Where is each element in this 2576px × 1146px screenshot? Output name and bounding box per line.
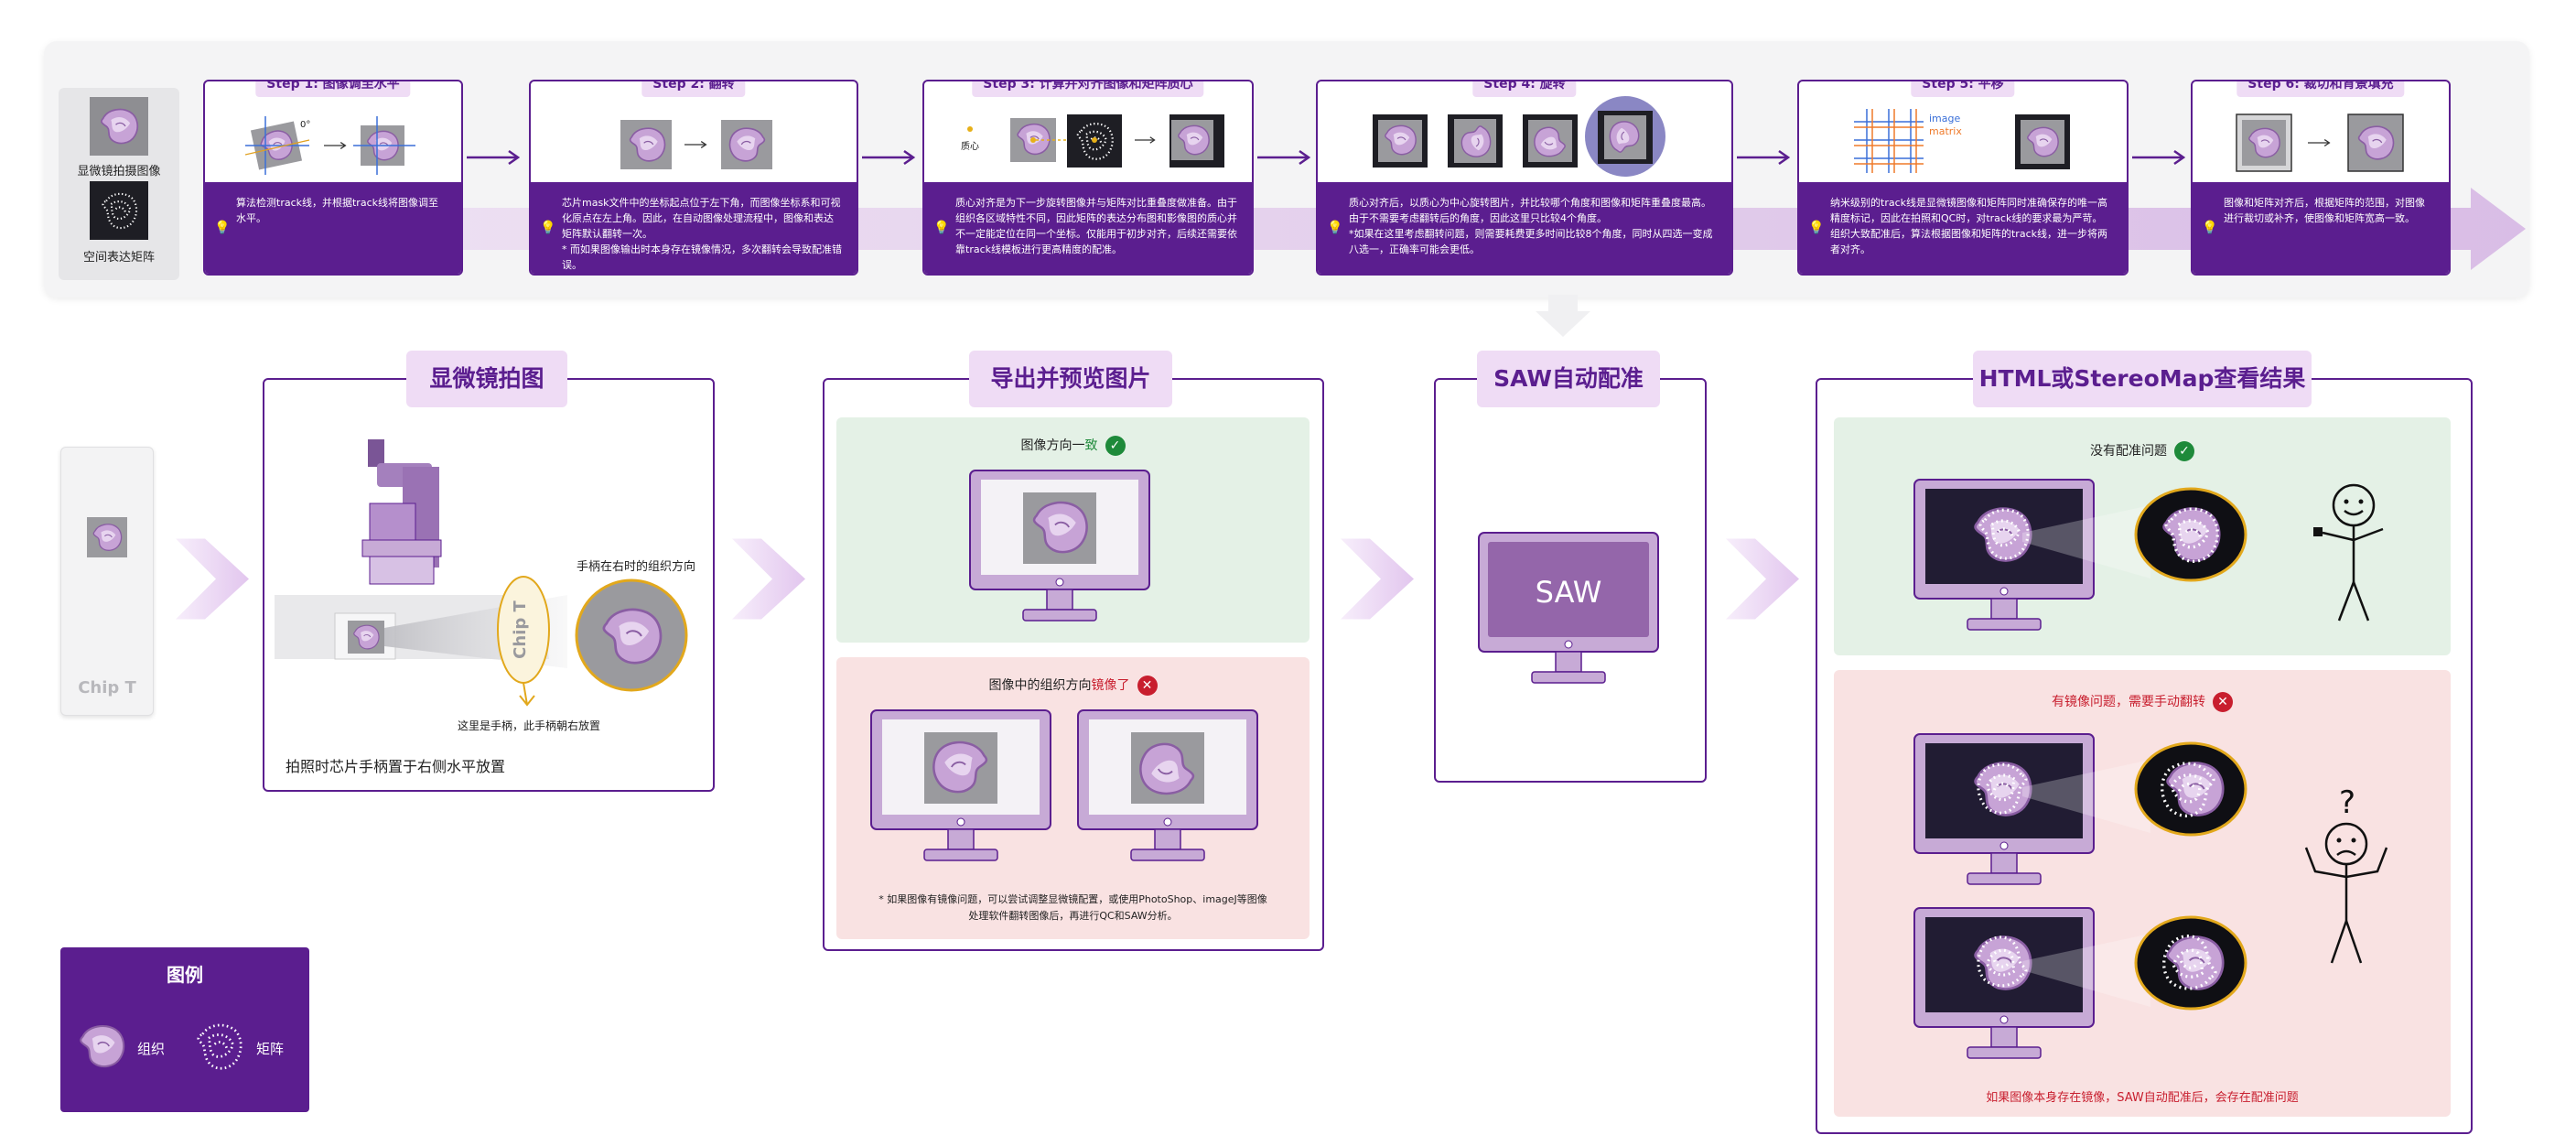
checkmark-icon: ✓ — [2174, 441, 2194, 461]
lightbulb-icon: 💡 — [540, 221, 556, 235]
step-arrow-5 — [2132, 149, 2185, 166]
down-arrow — [1536, 295, 1590, 337]
saw-title: SAW自动配准 — [1477, 351, 1660, 407]
step-1-illustration: 0° — [245, 116, 415, 175]
microscope-chip-label: Chip T — [511, 600, 530, 658]
lightbulb-icon: 💡 — [1808, 221, 1825, 235]
flow-chevron-2 — [732, 538, 805, 620]
matrix-legend-icon — [197, 1023, 243, 1070]
saw-monitor: SAW — [1478, 532, 1659, 684]
microscope-title: 显微镜拍图 — [406, 351, 567, 407]
step-6-card: Step 6: 裁切和背景填充 💡图像和矩阵对齐后，根据矩阵的范围，对图像进行裁… — [2191, 80, 2451, 276]
lightbulb-icon: 💡 — [2202, 221, 2218, 235]
step-arrow-1 — [467, 149, 520, 166]
step-5-card: Step 5: 平移 image matrix 💡纳米级别的track线是显微镜… — [1797, 80, 2129, 276]
step-1-desc: 💡算法检测track线，并根据track线将图像调至水平。 — [205, 182, 461, 274]
export-bad-text: 图像中的组织方向镜像了✕ — [836, 676, 1310, 696]
step-4-card: Step 4: 旋转 💡质心对齐后，以质心为中心旋转图片，并比较哪个角度和图像和… — [1316, 80, 1733, 276]
step-3-illustration: 质心 — [961, 114, 1224, 168]
microscope-icon — [361, 439, 442, 585]
cross-icon: ✕ — [2213, 692, 2233, 712]
export-note-1: * 如果图像有镜像问题，可以尝试调整显微镜配置，或使用PhotoShop、ima… — [878, 893, 1267, 905]
monitor-ok — [969, 470, 1150, 622]
step-arrow-2 — [862, 149, 915, 166]
result-ok-illustration — [1913, 479, 2247, 631]
step-4-illustration — [1373, 96, 1665, 177]
step-2-title: Step 2: 翻转 — [641, 81, 746, 97]
expression-matrix-icon — [90, 181, 148, 240]
microscope-image-label: 显微镜拍摄图像 — [77, 165, 161, 178]
step-1-angle: 0° — [300, 120, 310, 130]
flow-chevron-3 — [1341, 538, 1414, 620]
result-title: HTML或StereoMap查看结果 — [1973, 351, 2312, 407]
step-arrow-3 — [1257, 149, 1310, 166]
step-4-desc: 💡质心对齐后，以质心为中心旋转图片，并比较哪个角度和图像和矩阵重叠度最高。由于不… — [1318, 182, 1731, 274]
chip-label: Chip T — [78, 678, 136, 697]
handle-direction-label: 手柄在右时的组织方向 — [577, 560, 696, 574]
result-bad-illustration-2 — [1913, 907, 2247, 1059]
monitor-bad-1 — [870, 709, 1051, 861]
legend-box: 图例 组织 矩阵 — [60, 947, 309, 1112]
step-3-card: Step 3: 计算并对齐图像和矩阵质心 质心 💡质心对齐是为下一步旋转图像并与… — [922, 80, 1254, 276]
microscope-illustration: Chip T — [275, 439, 688, 707]
step-5-desc: 💡纳米级别的track线是显微镜图像和矩阵同时准确保存的唯一高精度标记，因此在拍… — [1799, 182, 2127, 274]
step-2-card: Step 2: 翻转 💡芯片mask文件中的坐标起点位于左下角，而图像坐标系和可… — [529, 80, 858, 276]
result-ok-text: 没有配准问题✓ — [1834, 441, 2451, 461]
happy-stick-figure-icon — [2313, 483, 2384, 622]
lightbulb-icon: 💡 — [1327, 221, 1343, 235]
step-6-desc: 💡图像和矩阵对齐后，根据矩阵的范围，对图像进行裁切或补齐，使图像和矩阵宽高一致。 — [2193, 182, 2449, 274]
expression-matrix-label: 空间表达矩阵 — [82, 251, 155, 265]
confused-stick-figure-icon: ? — [2304, 787, 2388, 964]
step-3-title: Step 3: 计算并对齐图像和矩阵质心 — [972, 81, 1204, 97]
chip-card: Chip T — [60, 447, 154, 716]
step-1-title: Step 1: 图像调至水平 — [255, 81, 411, 97]
tissue-legend-icon — [80, 1024, 125, 1068]
result-bad-illustration-1 — [1913, 733, 2247, 885]
legend-title: 图例 — [167, 964, 203, 986]
export-ok-text: 图像方向一致✓ — [836, 436, 1310, 456]
result-bad-text: 有镜像问题，需要手动翻转✕ — [1834, 692, 2451, 712]
legend-matrix: matrix — [1929, 125, 1962, 137]
step-1-card: Step 1: 图像调至水平 0° 💡算法检测track线，并根据track线将… — [203, 80, 463, 276]
step-3-desc: 💡质心对齐是为下一步旋转图像并与矩阵对比重叠度做准备。由于组织各区域特性不同，因… — [924, 182, 1252, 274]
microscope-caption: 拍照时芯片手柄置于右侧水平放置 — [286, 758, 506, 775]
lightbulb-icon: 💡 — [933, 221, 950, 235]
legend-matrix-label: 矩阵 — [256, 1041, 285, 1057]
saw-screen-text: SAW — [1536, 575, 1602, 610]
export-note-2: 处理软件翻转图像后，再进行QC和SAW分析。 — [968, 910, 1178, 922]
flow-chevron-4 — [1726, 538, 1799, 620]
cross-icon: ✕ — [1137, 676, 1158, 696]
step-6-title: Step 6: 裁切和背景填充 — [2236, 81, 2405, 97]
microscope-image-icon — [90, 97, 148, 156]
lightbulb-icon: 💡 — [214, 221, 231, 235]
legend-tissue-label: 组织 — [137, 1041, 166, 1057]
export-title: 导出并预览图片 — [969, 351, 1172, 407]
flow-chevron-1 — [176, 538, 249, 620]
handle-note: 这里是手柄，此手柄朝右放置 — [458, 719, 601, 732]
step-4-title: Step 4: 旋转 — [1472, 81, 1577, 97]
centroid-label: 质心 — [961, 141, 979, 152]
step-2-desc: 💡芯片mask文件中的坐标起点位于左下角，而图像坐标系和可视化原点在左上角。因此… — [531, 182, 857, 274]
step-6-illustration — [2236, 114, 2404, 172]
checkmark-icon: ✓ — [1105, 436, 1126, 456]
step-5-illustration: image matrix — [1854, 109, 2070, 173]
input-panel: 显微镜拍摄图像 空间表达矩阵 — [59, 88, 179, 280]
result-bottom-note: 如果图像本身存在镜像，SAW自动配准后，会存在配准问题 — [1986, 1091, 2299, 1105]
monitor-bad-2 — [1077, 709, 1258, 861]
question-mark: ? — [2339, 787, 2355, 821]
legend-image: image — [1929, 113, 1960, 124]
chip-tissue-icon — [87, 517, 127, 557]
step-arrow-4 — [1737, 149, 1790, 166]
step-5-title: Step 5: 平移 — [1911, 81, 2015, 97]
step-2-illustration — [620, 120, 772, 169]
